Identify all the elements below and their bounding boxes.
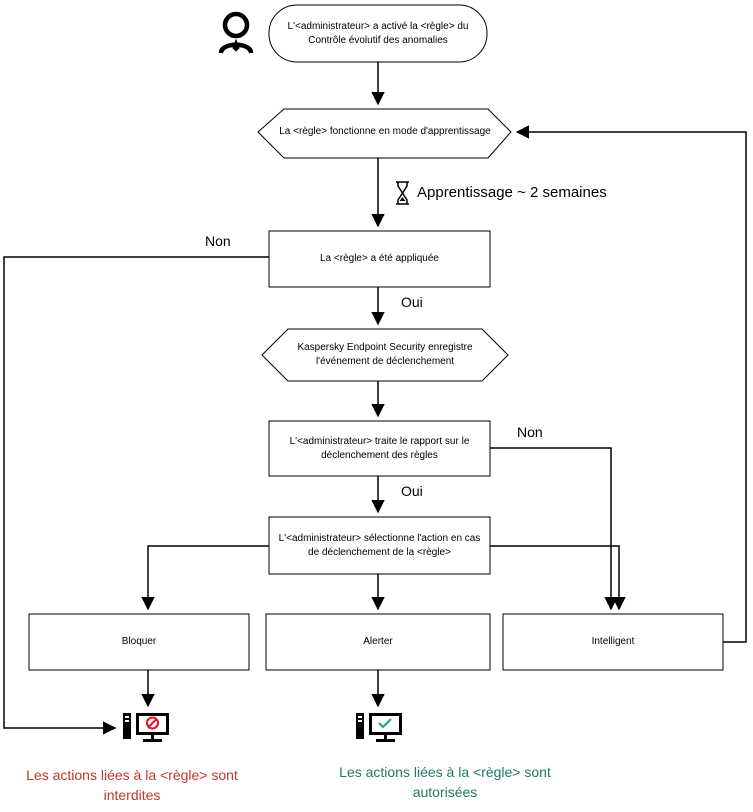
kes-logs-node-text: Kaspersky Endpoint Security enregistre l…	[297, 342, 473, 367]
no-label-report: Non	[517, 424, 543, 440]
user-icon	[218, 11, 254, 54]
yes-label-report: Oui	[401, 483, 423, 499]
hourglass-icon	[396, 181, 409, 205]
arrow-smart-loop-to-learning	[515, 125, 747, 643]
admin-report-node	[268, 420, 491, 477]
start-node-text: L'<administrateur> a activé la <règle> d…	[287, 20, 469, 46]
admin-report-node-text: L'<administrateur> traite le rapport sur…	[289, 435, 470, 461]
yes-label-applied: Oui	[401, 294, 423, 310]
rule-applied-node-text: La <règle> a été appliquée	[320, 253, 439, 264]
admin-select-node	[268, 516, 491, 575]
result-allowed-text: Les actions liées à la <règle> sont auto…	[339, 764, 551, 800]
admin-select-node-text: L'<administrateur> sélectionne l'action …	[278, 532, 481, 558]
result-blocked-text: Les actions liées à la <règle> sont inte…	[26, 767, 238, 803]
arrow-applied-no-to-blocked	[3, 256, 269, 735]
rule-applied-node	[268, 230, 491, 288]
block-node	[28, 613, 250, 671]
learning-mode-node-text: La <règle> fonctionne en mode d'apprenti…	[279, 126, 491, 137]
arrow-select-to-block	[141, 545, 269, 611]
arrow-select-to-smart	[490, 545, 626, 611]
kes-logs-node	[261, 328, 509, 382]
smart-node-text: Intelligent	[591, 636, 635, 647]
duration-label: Apprentissage ~ 2 semaines	[417, 184, 607, 201]
block-node-text: Bloquer	[121, 636, 157, 647]
computer-allowed-icon	[356, 713, 402, 742]
alert-node	[265, 613, 491, 671]
no-label-applied: Non	[205, 233, 231, 249]
computer-blocked-icon	[123, 713, 169, 742]
arrow-report-no-to-smart	[490, 447, 618, 611]
learning-mode-node	[257, 108, 512, 159]
alert-node-text: Alerter	[363, 636, 393, 647]
